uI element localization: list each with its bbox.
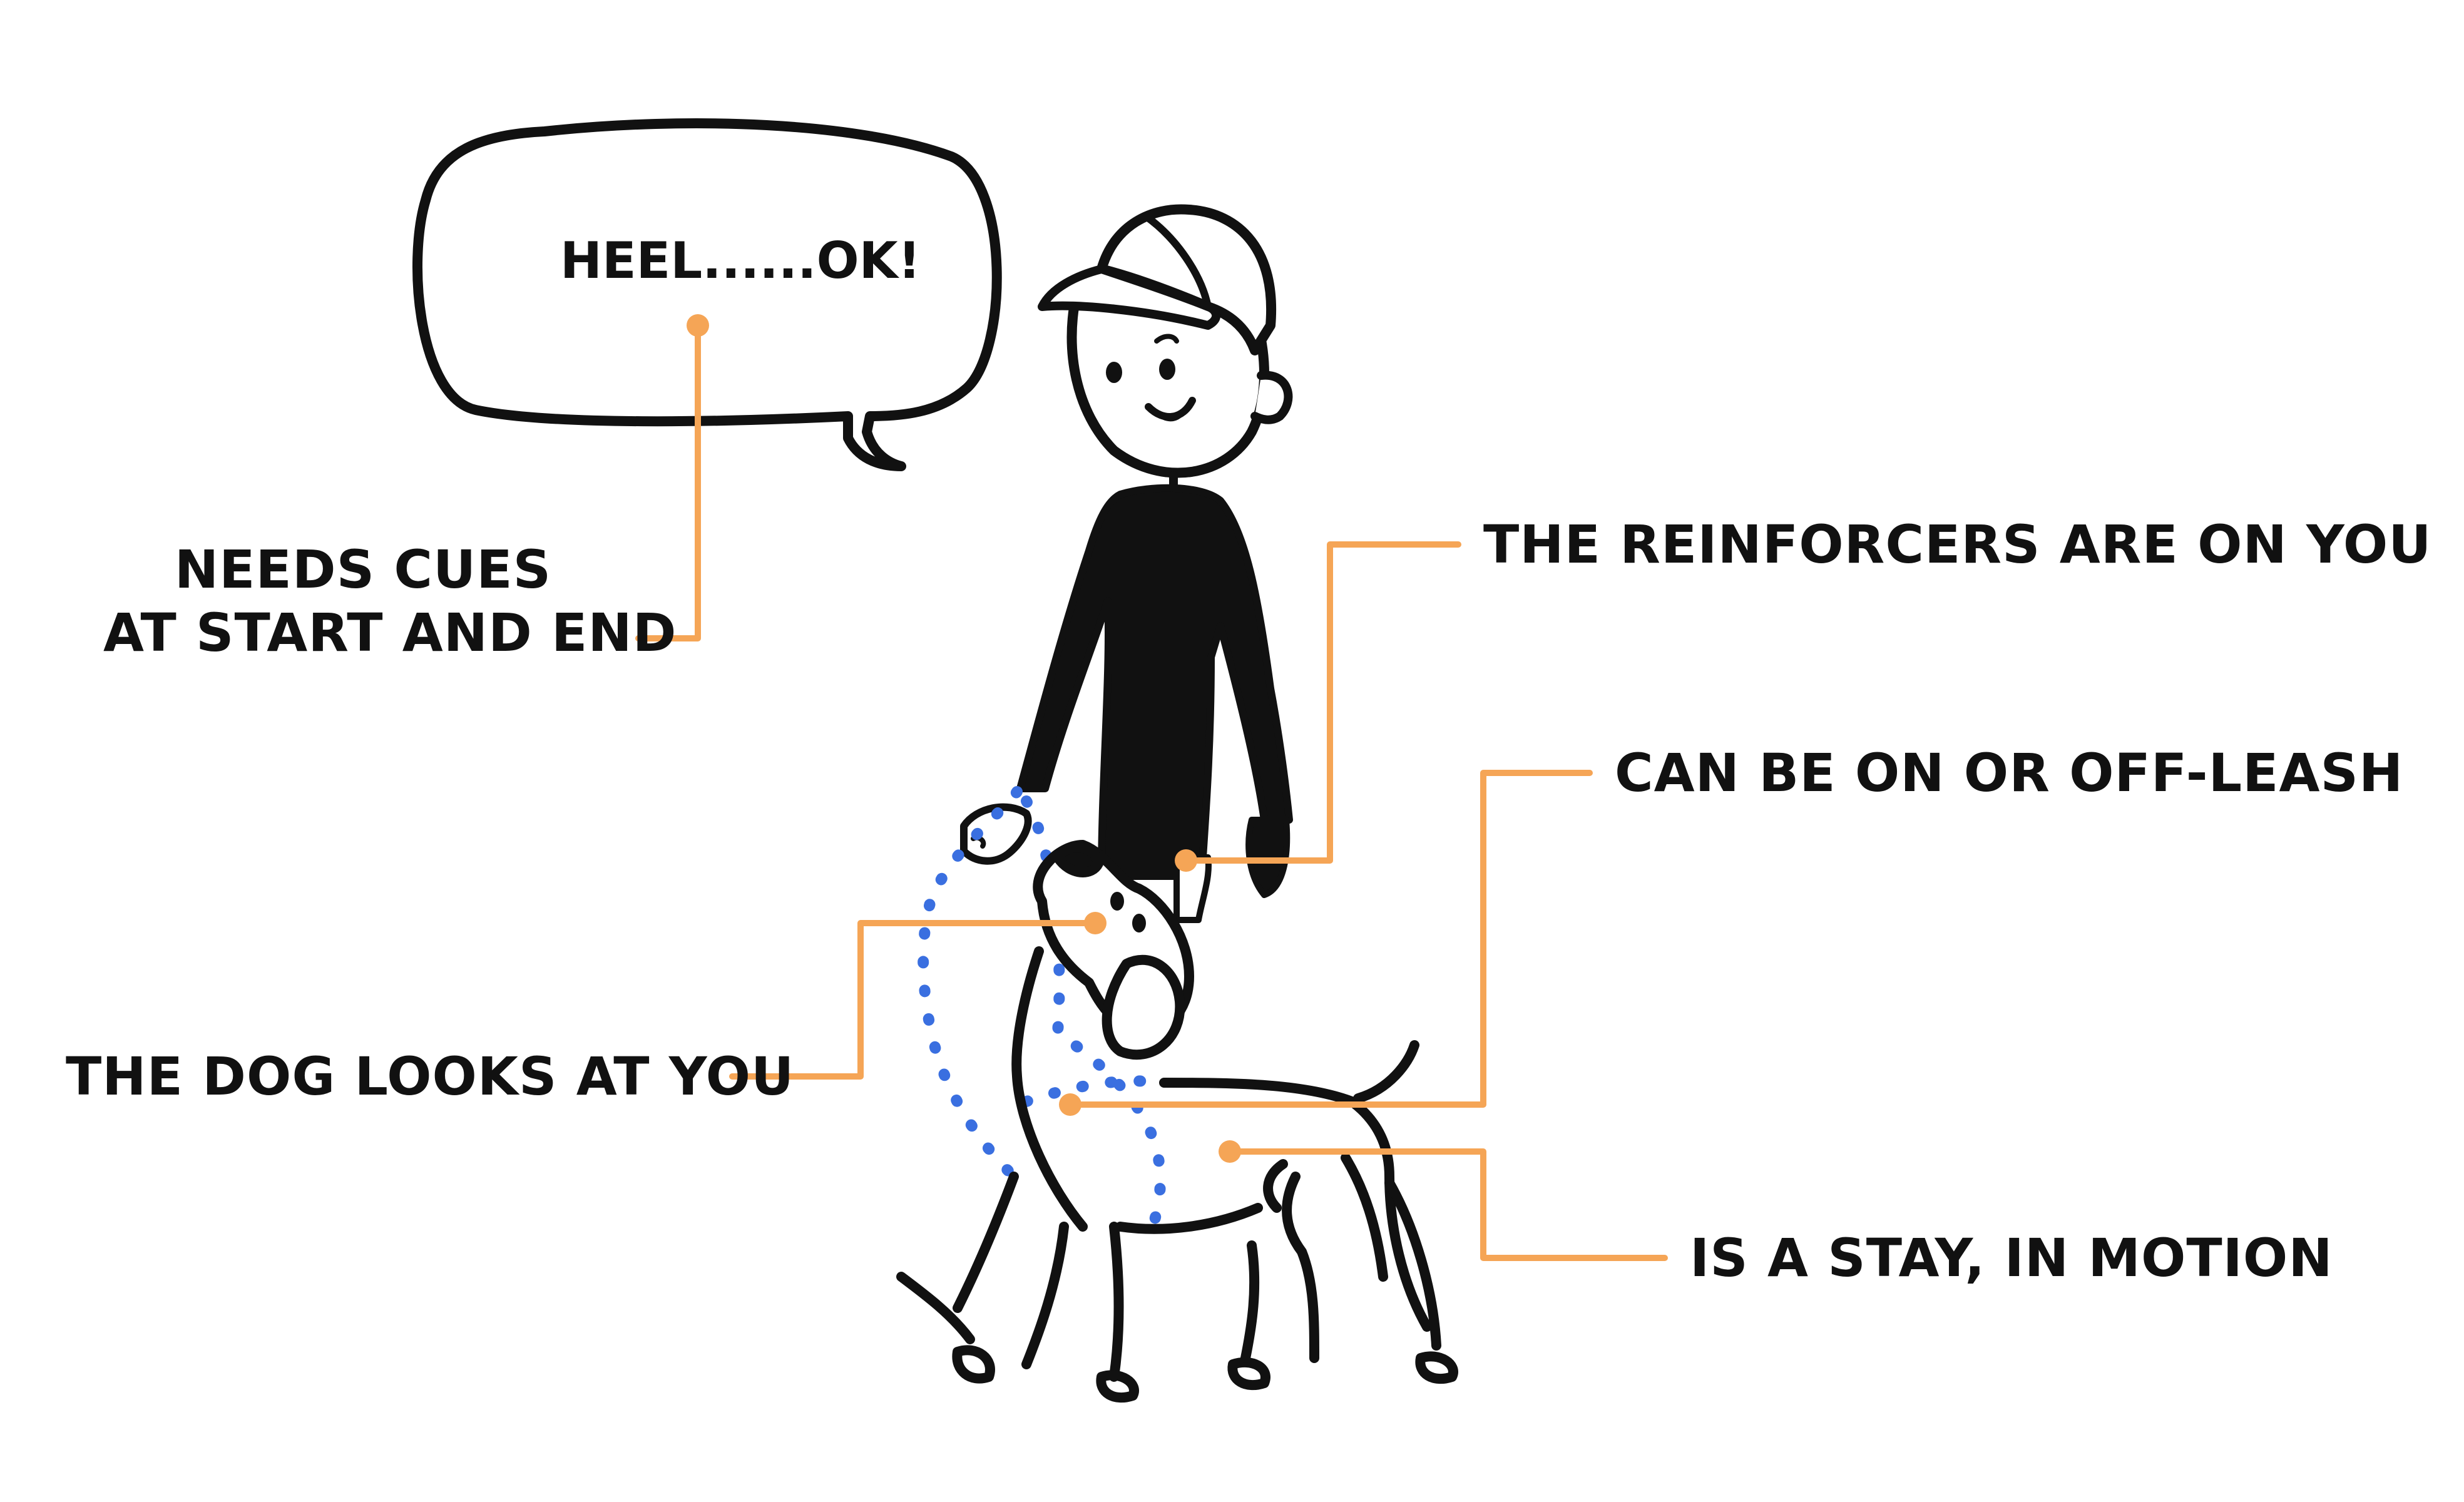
leader-line-stay xyxy=(1227,1148,1668,1261)
leader-dot-leash xyxy=(1059,1093,1081,1116)
label-reinforcers: THE REINFORCERS ARE ON YOU xyxy=(1483,514,2432,575)
person-figure xyxy=(960,204,1293,923)
leader-line-cues xyxy=(635,322,701,641)
leader-line-reinforcers xyxy=(1183,541,1461,864)
leader-dots xyxy=(687,314,1241,1163)
label-needs-cues-line1: NEEDS CUES xyxy=(174,539,552,600)
leader-dot-reinforcers xyxy=(1175,849,1197,872)
leader-dot-cues xyxy=(687,314,709,337)
label-leash: CAN BE ON OR OFF-LEASH xyxy=(1615,742,2404,804)
leader-dot-stay xyxy=(1219,1140,1241,1163)
speech-bubble xyxy=(412,118,1002,471)
leader-line-looks xyxy=(729,920,1098,1080)
leader-dot-looks xyxy=(1084,912,1107,934)
label-needs-cues-line2: AT START AND END xyxy=(103,601,677,663)
speech-text: HEEL......OK! xyxy=(560,232,921,290)
label-stay: IS A STAY, IN MOTION xyxy=(1690,1227,2333,1289)
dog-figure xyxy=(896,840,1458,1403)
leader-lines xyxy=(635,322,1668,1261)
label-needs-cues: NEEDS CUES AT START AND END xyxy=(103,538,677,665)
label-looks: THE DOG LOOKS AT YOU xyxy=(66,1046,795,1107)
leader-line-leash xyxy=(1067,770,1593,1108)
